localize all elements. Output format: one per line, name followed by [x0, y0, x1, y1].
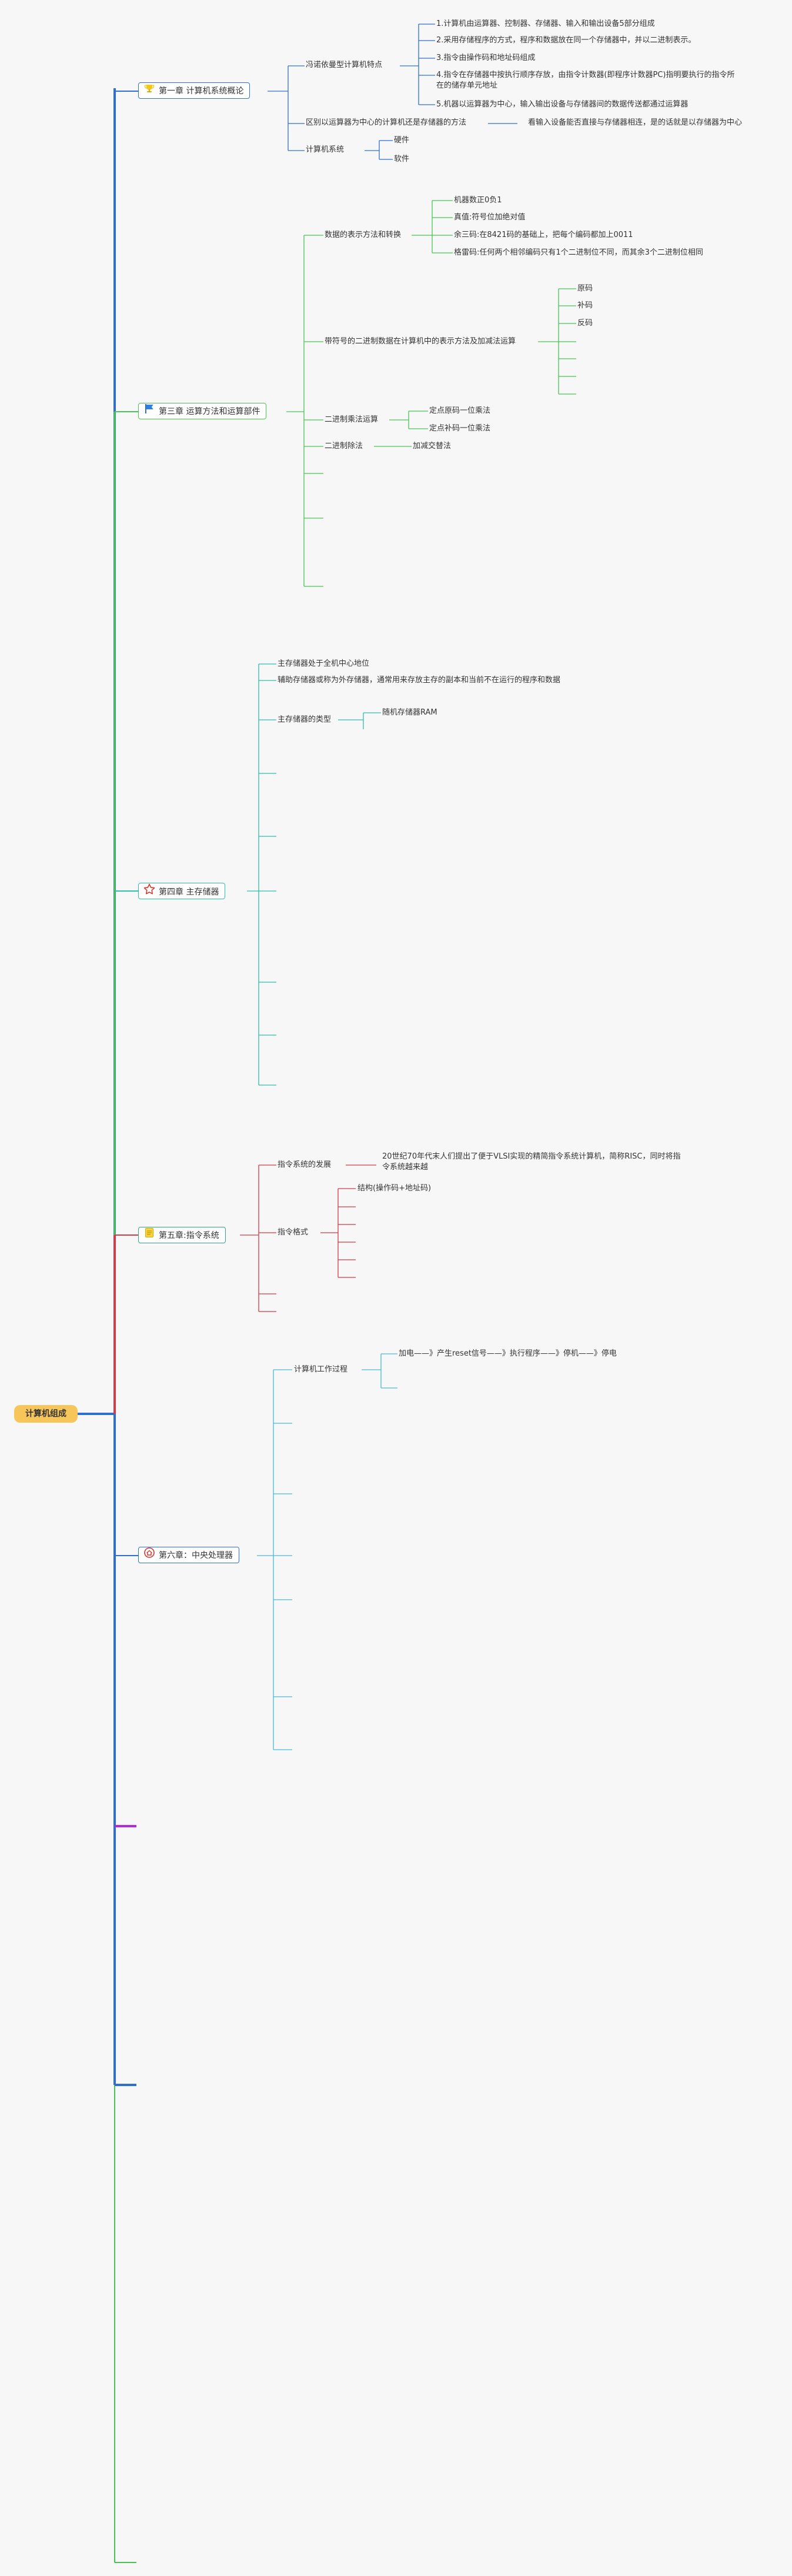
- ch5-node-1-child-1[interactable]: 20世纪70年代末人们提出了便于VLSI实现的精简指令系统计算机，简称RISC，…: [382, 1152, 681, 1172]
- ch1-node-1[interactable]: 冯诺依曼型计算机特点: [306, 61, 383, 69]
- star-icon: [143, 883, 155, 901]
- ch1-node-1-child-4[interactable]: 4.指令在存储器中按执行顺序存放，由指令计数器(即程序计数器PC)指明要执行的指…: [436, 71, 735, 90]
- ch1-node-1-child-2[interactable]: 2.采用存储程序的方式，程序和数据放在同一个存储器中，并以二进制表示。: [436, 36, 696, 45]
- ch4-node-3[interactable]: 主存储器的类型: [278, 715, 332, 724]
- ch1-node-3[interactable]: 计算机系统: [306, 145, 345, 154]
- ch6-node-1[interactable]: 计算机工作过程: [294, 1365, 348, 1374]
- ch3-node-3-child-2[interactable]: 定点补码一位乘法: [429, 424, 491, 433]
- ch5-node-2-child-1[interactable]: 结构(操作码+地址码): [357, 1184, 432, 1193]
- ch3-node-1-child-1[interactable]: 机器数正0负1: [454, 196, 502, 205]
- ch5-node-1[interactable]: 指令系统的发展: [278, 1160, 332, 1169]
- chapter-4-node[interactable]: 第四章 主存储器: [138, 883, 226, 901]
- chapter-5-title: 第五章:指令系统: [159, 1231, 219, 1240]
- flag-icon: [143, 403, 155, 420]
- ch3-node-2-child-2[interactable]: 补码: [577, 301, 593, 310]
- root-node[interactable]: 计算机组成: [14, 1405, 78, 1423]
- ch3-node-1[interactable]: 数据的表示方法和转换: [325, 231, 402, 239]
- trophy-icon: [143, 83, 155, 99]
- ch6-node-1-child-1[interactable]: 加电——》产生reset信号——》执行程序——》停机——》停电: [399, 1349, 617, 1358]
- ch1-node-3-child-1[interactable]: 硬件: [394, 136, 410, 145]
- chapter-4-title: 第四章 主存储器: [159, 887, 219, 897]
- chapter-3-title: 第三章 运算方法和运算部件: [159, 407, 260, 416]
- ch3-node-2[interactable]: 带符号的二进制数据在计算机中的表示方法及加减法运算: [325, 337, 516, 346]
- ch1-node-2[interactable]: 区别以运算器为中心的计算机还是存储器的方法: [306, 118, 467, 127]
- ch3-node-1-child-2[interactable]: 真值:符号位加绝对值: [454, 213, 526, 222]
- ch3-node-2-child-1[interactable]: 原码: [577, 284, 593, 293]
- chapter-6-node[interactable]: 第六章：中央处理器: [138, 1547, 239, 1563]
- chapter-5-node[interactable]: 第五章:指令系统: [138, 1227, 226, 1243]
- ch1-node-3-child-2[interactable]: 软件: [394, 155, 410, 163]
- ch4-node-3-child-1[interactable]: 随机存储器RAM: [382, 708, 437, 717]
- ch1-node-2-child-1[interactable]: 看输入设备能否直接与存储器相连，是的话就是以存储器为中心: [528, 118, 743, 127]
- ch3-node-3-child-1[interactable]: 定点原码一位乘法: [429, 406, 491, 415]
- ch1-node-1-child-1[interactable]: 1.计算机由运算器、控制器、存储器、输入和输出设备5部分组成: [436, 19, 655, 28]
- ch3-node-1-child-4[interactable]: 格雷码:任何两个相邻编码只有1个二进制位不同，而其余3个二进制位相同: [454, 248, 703, 257]
- ch3-node-2-child-3[interactable]: 反码: [577, 319, 593, 328]
- ch3-node-4-child-1[interactable]: 加减交替法: [413, 442, 452, 451]
- chapter-1-title: 第一章 计算机系统概论: [159, 86, 244, 96]
- chapter-1-node[interactable]: 第一章 计算机系统概论: [138, 82, 250, 99]
- chapter-6-title: 第六章：中央处理器: [159, 1551, 233, 1560]
- ch4-node-2[interactable]: 辅助存储器或称为外存储器，通常用来存放主存的副本和当前不在运行的程序和数据: [278, 676, 561, 685]
- ch1-node-1-child-3[interactable]: 3.指令由操作码和地址码组成: [436, 54, 536, 62]
- home-icon: [143, 1547, 155, 1564]
- ch1-node-1-child-5[interactable]: 5.机器以运算器为中心，输入输出设备与存储器间的数据传送都通过运算器: [436, 100, 689, 109]
- ch4-node-1[interactable]: 主存储器处于全机中心地位: [278, 659, 370, 668]
- chapter-3-node[interactable]: 第三章 运算方法和运算部件: [138, 403, 267, 420]
- memo-icon: [143, 1227, 155, 1244]
- ch3-node-1-child-3[interactable]: 余三码:在8421码的基础上，把每个编码都加上0011: [454, 231, 633, 239]
- ch5-node-2[interactable]: 指令格式: [278, 1228, 309, 1237]
- ch3-node-3[interactable]: 二进制乘法运算: [325, 415, 379, 424]
- ch3-node-4[interactable]: 二进制除法: [325, 442, 363, 451]
